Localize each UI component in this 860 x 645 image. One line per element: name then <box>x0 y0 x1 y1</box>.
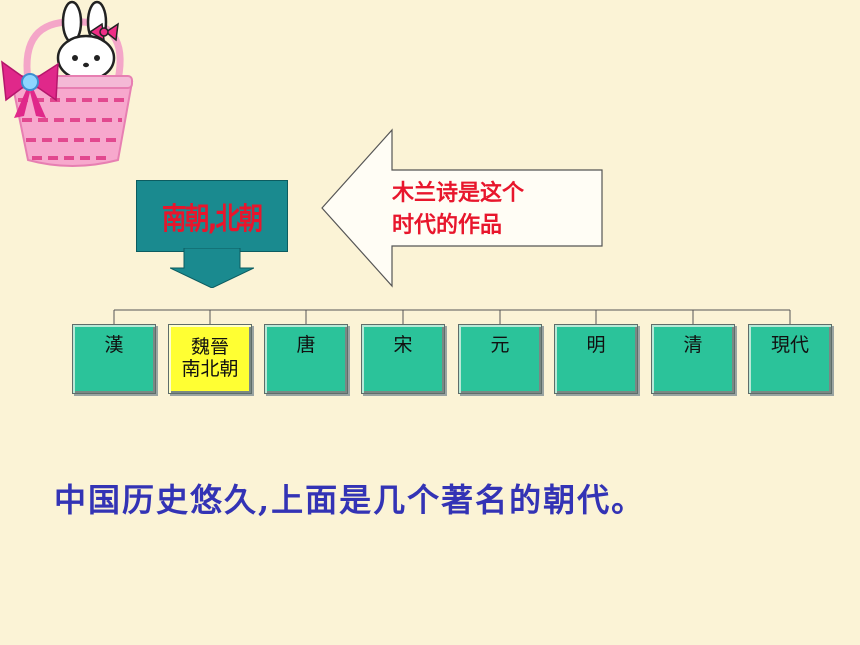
dynasty-box: 清 <box>651 324 735 394</box>
slide-subtitle: 中国历史悠久,上面是几个著名的朝代。 <box>54 481 646 519</box>
dynasty-label: 唐 <box>296 334 316 356</box>
callout-line-2: 时代的作品 <box>392 213 503 238</box>
dynasty-label: 現代 <box>770 334 809 356</box>
callout-text: 木兰诗是这个 时代的作品 <box>392 178 592 242</box>
period-title: 南朝,北朝 <box>162 202 263 237</box>
dynasty-box: 宋 <box>361 324 445 394</box>
dynasty-box: 漢 <box>72 324 156 394</box>
dynasty-box: 現代 <box>748 324 832 394</box>
dynasty-box: 明 <box>554 324 638 394</box>
dynasty-box: 元 <box>458 324 542 394</box>
dynasty-box-highlighted: 魏晉 南北朝 <box>168 324 252 394</box>
callout-line-1: 木兰诗是这个 <box>392 181 525 206</box>
timeline-connectors <box>113 309 791 324</box>
dynasty-label: 明 <box>586 334 606 356</box>
dynasty-label: 宋 <box>393 334 413 356</box>
bunny-in-basket-icon <box>1 0 134 167</box>
left-arrow-callout-icon <box>321 128 603 288</box>
dynasty-label: 漢 <box>104 334 124 356</box>
dynasty-label: 元 <box>490 334 510 356</box>
period-title-box: 南朝,北朝 <box>136 180 288 252</box>
dynasty-label: 清 <box>683 334 703 356</box>
down-arrow-icon <box>170 248 254 288</box>
dynasty-box: 唐 <box>264 324 348 394</box>
dynasty-label: 魏晉 南北朝 <box>181 336 239 380</box>
